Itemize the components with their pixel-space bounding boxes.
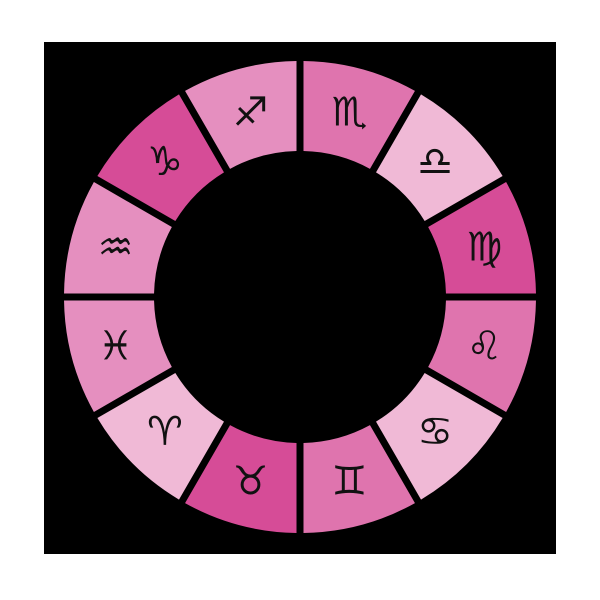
wheel-symbols: ♐︎ ♏︎ ♎︎ ♍︎ ♌︎ ♋︎ ♊︎ ♉︎ ♈︎ ♓︎ ♒︎ ♑︎ <box>98 90 503 505</box>
taurus-icon: ♉︎ <box>233 458 269 504</box>
cancer-icon: ♋︎ <box>417 409 453 455</box>
segment-taurus <box>185 425 297 533</box>
leo-icon: ♌︎ <box>467 323 503 369</box>
capricorn-icon: ♑︎ <box>147 139 183 185</box>
segment-capricorn <box>97 94 224 221</box>
segment-gemini <box>303 425 415 533</box>
segment-libra <box>376 94 503 221</box>
virgo-icon: ♍︎ <box>467 225 503 271</box>
segment-pisces <box>64 300 172 412</box>
aquarius-icon: ♒︎ <box>98 225 134 271</box>
black-background <box>44 42 556 554</box>
segment-scorpio <box>303 61 415 169</box>
segment-aries <box>97 373 224 500</box>
libra-icon: ♎︎ <box>417 139 453 185</box>
scorpio-icon: ♏︎ <box>332 90 368 136</box>
wheel-segments <box>64 61 536 533</box>
aries-icon: ♈︎ <box>147 409 183 455</box>
gemini-icon: ♊︎ <box>332 458 368 504</box>
sagittarius-icon: ♐︎ <box>233 90 269 136</box>
segment-virgo <box>428 182 536 294</box>
segment-cancer <box>376 373 503 500</box>
segment-aquarius <box>64 182 172 294</box>
pisces-icon: ♓︎ <box>98 323 134 369</box>
segment-sagittarius <box>185 61 297 169</box>
segment-leo <box>428 300 536 412</box>
